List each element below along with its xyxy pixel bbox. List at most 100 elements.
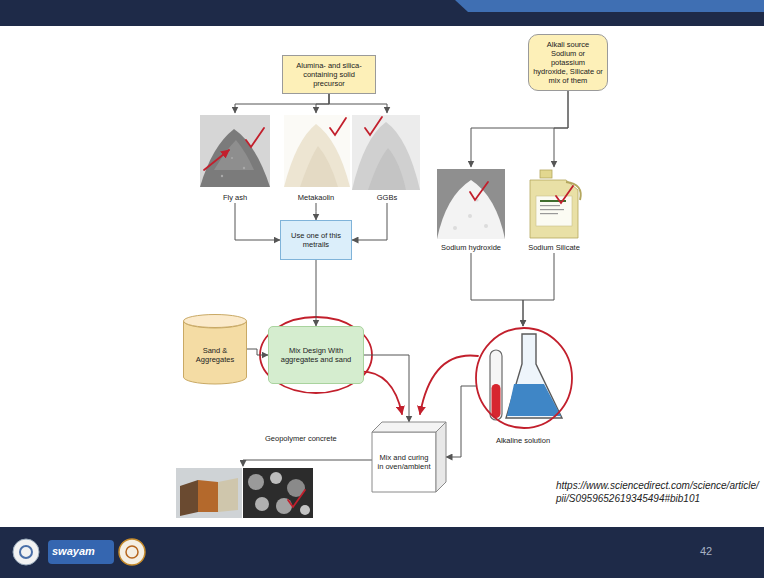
ggbs-photo <box>352 122 420 190</box>
process-box: Use one of this metrails <box>280 220 352 260</box>
check-mark <box>330 118 346 135</box>
ggbs-photo <box>352 115 420 190</box>
flow-arrow <box>316 260 317 326</box>
hand-annotation <box>204 117 573 507</box>
flow-arrow <box>243 460 372 466</box>
geopolymer-concrete-photo <box>176 468 242 518</box>
aggregate-cylinder: Sand & Aggregates <box>183 314 247 384</box>
alkaline-solution-icon <box>507 384 561 416</box>
material-photo: Sodium Silicate <box>518 167 590 253</box>
fly-ash-photo <box>221 175 223 177</box>
fly-ash-photo <box>214 140 254 170</box>
image-caption: Alkaline solution <box>496 436 550 445</box>
fly-ash-photo <box>243 167 245 169</box>
nptel-logo <box>126 546 138 558</box>
geopolymer-concrete-photo <box>300 505 310 515</box>
header-bar <box>0 0 764 26</box>
cylinder-body <box>184 321 247 384</box>
node-text: Alumina- and silica-containing solid pre… <box>287 61 371 88</box>
sodium-hydroxide-photo <box>437 169 505 239</box>
sodium-silicate-jug <box>540 209 564 210</box>
fly-ash-photo <box>231 157 233 159</box>
sodium-silicate-jug <box>536 196 572 226</box>
sodium-silicate-jug <box>540 213 558 214</box>
check-mark <box>365 117 382 135</box>
metakaolin-photo <box>284 115 350 187</box>
figure-caption: Geopolymer concrete <box>265 434 355 443</box>
red-arrow <box>420 355 478 414</box>
cube-face <box>436 422 446 492</box>
image-caption: Fly ash <box>223 193 247 202</box>
flow-arrow <box>235 94 329 113</box>
header-accent <box>455 0 764 12</box>
image-caption: Sodium Silicate <box>528 243 580 252</box>
material-photo: GGBs <box>352 113 422 203</box>
precursor-box: Alumina- and silica-containing solid pre… <box>282 55 376 94</box>
alkaline-solution-icon <box>492 384 501 418</box>
sodium-hydroxide-photo <box>453 226 457 230</box>
check-mark <box>288 490 305 507</box>
material-photo: Sodium hydroxide <box>435 167 507 253</box>
node-text: Sand & Aggregates <box>187 346 243 364</box>
image-caption: Sodium hydroxide <box>441 243 501 252</box>
cube-face <box>372 432 436 492</box>
alkaline-solution-icon <box>490 334 562 420</box>
node-text: Alkali source Sodium or potassium hydrox… <box>533 40 603 85</box>
flow-arrow <box>316 203 317 220</box>
nptel-logo <box>119 539 145 565</box>
image-caption: Metakaolin <box>298 193 334 202</box>
flow-arrow <box>247 349 268 355</box>
solution-icon: Alkaline solution <box>476 326 570 446</box>
sodium-hydroxide-photo <box>437 180 505 239</box>
flow-arrow <box>554 91 568 167</box>
alkaline-solution-icon <box>506 334 562 418</box>
geopolymer-concrete-photo <box>276 498 292 514</box>
sodium-hydroxide-photo <box>484 224 488 228</box>
flow-arrow <box>471 91 568 167</box>
cube-face <box>372 422 446 432</box>
sodium-silicate-jug <box>540 170 552 178</box>
alkali-source-box: Alkali source Sodium or potassium hydrox… <box>528 34 608 91</box>
geopolymer-concrete-photo <box>198 480 218 512</box>
geopolymer-concrete-photo <box>218 478 238 512</box>
material-photo: Fly ash <box>198 113 272 203</box>
node-text: Use one of this metrails <box>285 231 347 249</box>
sodium-hydroxide-photo <box>437 169 505 239</box>
metakaolin-photo <box>284 124 350 187</box>
sodium-silicate-jug <box>530 180 578 238</box>
flow-arrow <box>523 253 554 326</box>
image-caption: GGBs <box>377 193 397 202</box>
geopolymer-concrete-photo <box>255 497 269 511</box>
logo-text: swayam <box>52 545 112 559</box>
sodium-silicate-jug <box>530 170 581 238</box>
red-circle <box>476 328 572 428</box>
ggbs-photo <box>368 148 406 190</box>
geopolymer-concrete-photo <box>243 468 313 518</box>
fly-ash-photo <box>200 129 270 187</box>
sodium-silicate-jug <box>540 205 560 206</box>
geopolymer-concrete-photo <box>176 468 313 518</box>
metakaolin-photo <box>284 115 350 187</box>
flow-arrow <box>446 386 476 457</box>
page-number: 42 <box>700 545 740 559</box>
alkaline-solution-icon <box>490 350 502 420</box>
geopolymer-concrete-photo <box>180 480 198 516</box>
metakaolin-photo <box>300 146 338 187</box>
cylinder-top <box>184 315 247 328</box>
flow-arrow <box>364 355 409 422</box>
fly-ash-photo <box>200 115 270 187</box>
geopolymer-concrete-photo <box>270 472 282 484</box>
check-mark <box>470 182 488 200</box>
flow-arrow <box>329 94 387 113</box>
source-url: https://www.sciencedirect.com/science/ar… <box>556 480 760 505</box>
ggbs-photo <box>352 115 420 190</box>
fly-ash-photo <box>200 115 270 187</box>
check-mark <box>246 128 264 147</box>
logo <box>20 546 32 558</box>
sodium-hydroxide-photo <box>468 214 472 218</box>
swayam-logo <box>48 540 114 564</box>
material-photo: Metakaolin <box>282 113 350 203</box>
flow-arrow <box>316 94 329 113</box>
